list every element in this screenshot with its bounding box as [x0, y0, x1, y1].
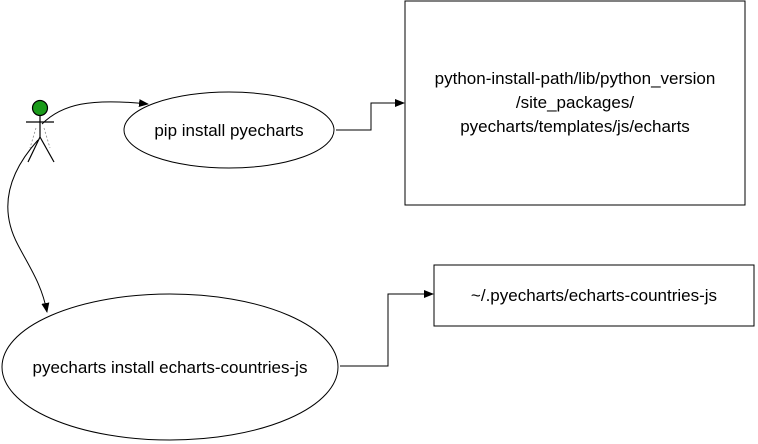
box-echarts-path[interactable]: python-install-path/lib/python_version /… [404, 0, 746, 206]
use-case-pip-label: pip install pyecharts [154, 121, 303, 140]
box-countries-path[interactable]: ~/.pyecharts/echarts-countries-js [433, 264, 755, 327]
box-countries-label: ~/.pyecharts/echarts-countries-js [471, 286, 717, 305]
arrow-countries-to-box [340, 290, 434, 367]
actor-stick-figure-icon [26, 99, 55, 163]
arrow-pip-to-echarts-box [336, 99, 405, 131]
arrow-actor-to-countries [7, 139, 50, 313]
box-echarts-line3: pyecharts/templates/js/echarts [460, 117, 690, 136]
arrow-actor-to-pip [41, 99, 149, 125]
box-echarts-line1: python-install-path/lib/python_version [435, 69, 716, 88]
use-case-pip-install[interactable]: pip install pyecharts [123, 91, 335, 169]
use-case-countries-label: pyecharts install echarts-countries-js [33, 358, 308, 377]
actor-head [31, 99, 49, 117]
box-echarts-line2: /site_packages/ [516, 93, 634, 112]
use-case-countries-install[interactable]: pyecharts install echarts-countries-js [1, 293, 339, 441]
